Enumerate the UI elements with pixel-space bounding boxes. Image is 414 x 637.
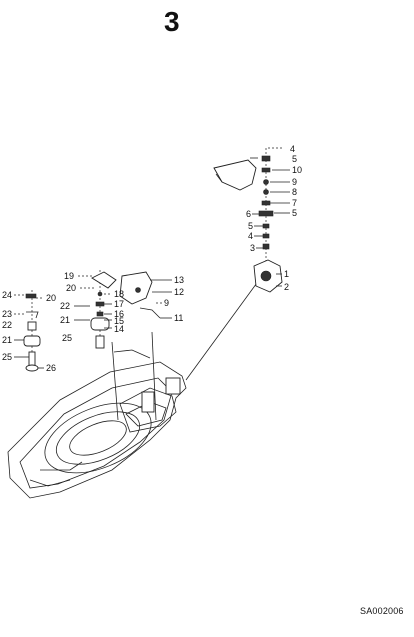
page-number: 3 xyxy=(164,6,180,37)
callout-labels: 4 5 10 9 8 7 5 6 5 4 3 1 2 19 20 13 12 9… xyxy=(2,144,302,373)
callout-6: 6 xyxy=(246,209,251,219)
callout-12: 12 xyxy=(174,287,184,297)
callout-10: 10 xyxy=(292,165,302,175)
callout-4a: 4 xyxy=(290,144,295,154)
callout-leaders xyxy=(14,147,290,369)
callout-9a: 9 xyxy=(292,177,297,187)
document-code: SA002006 xyxy=(360,606,404,616)
callout-7: 7 xyxy=(292,198,297,208)
upper-shaft-assembly xyxy=(185,148,283,381)
callout-11: 11 xyxy=(174,313,183,323)
callout-26: 26 xyxy=(46,363,56,373)
callout-1: 1 xyxy=(284,269,289,279)
mower-deck-illustration xyxy=(7,349,187,499)
callout-2: 2 xyxy=(284,282,289,292)
callout-20b: 20 xyxy=(46,293,56,303)
left-assembly xyxy=(23,290,41,372)
callout-19: 19 xyxy=(64,271,74,281)
callout-5c: 5 xyxy=(248,221,253,231)
middle-assembly xyxy=(90,270,161,421)
callout-4b: 4 xyxy=(248,231,253,241)
callout-20a: 20 xyxy=(66,283,76,293)
callout-9b: 9 xyxy=(164,298,169,308)
callout-15: 15 xyxy=(114,316,124,326)
callout-13: 13 xyxy=(174,275,184,285)
callout-23: 23 xyxy=(2,309,12,319)
callout-14: 14 xyxy=(114,324,124,334)
callout-22b: 22 xyxy=(2,320,12,330)
callout-25a: 25 xyxy=(62,333,72,343)
callout-25b: 25 xyxy=(2,352,12,362)
callout-3: 3 xyxy=(250,243,255,253)
callout-18: 18 xyxy=(114,289,124,299)
callout-21a: 21 xyxy=(60,315,70,325)
callout-16: 16 xyxy=(114,309,124,319)
callout-5a: 5 xyxy=(292,154,297,164)
callout-5b: 5 xyxy=(292,208,297,218)
callout-17: 17 xyxy=(114,299,124,309)
callout-21b: 21 xyxy=(2,335,12,345)
callout-22a: 22 xyxy=(60,301,70,311)
callout-8: 8 xyxy=(292,187,297,197)
callout-24: 24 xyxy=(2,290,12,300)
